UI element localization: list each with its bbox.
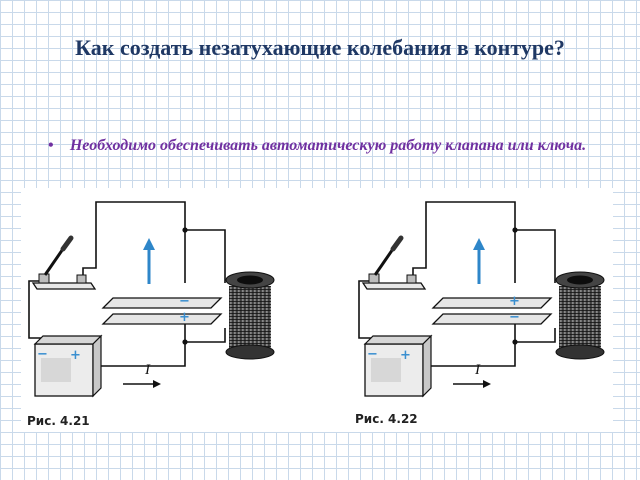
figure-caption-2: Рис. 4.22 xyxy=(355,412,418,426)
figure-panel: I − + − + xyxy=(21,188,613,432)
battery-left-sign: − xyxy=(367,347,378,362)
capacitor xyxy=(101,297,223,325)
arrow-up-icon xyxy=(473,238,485,284)
circuit-figure-1: I − + − + xyxy=(28,201,275,398)
circuit-figure-2: I + − − + xyxy=(358,201,605,398)
bullet-item: • Необходимо обеспечивать автоматическую… xyxy=(48,135,598,156)
battery-left-sign: − xyxy=(37,347,48,362)
current-label: I xyxy=(144,362,151,378)
capacitor xyxy=(431,297,553,325)
bullet-marker: • xyxy=(48,137,54,154)
upper-plate-sign: + xyxy=(509,294,520,309)
battery-right-sign: + xyxy=(400,348,411,363)
battery xyxy=(33,334,103,398)
junction-dots xyxy=(512,227,518,345)
knife-switch xyxy=(31,235,97,290)
current-label: I xyxy=(474,362,481,378)
circuit-figures: I − + − + xyxy=(28,201,605,398)
lower-plate-sign: − xyxy=(509,310,520,325)
arrow-up-icon xyxy=(143,238,155,284)
lower-plate-sign: + xyxy=(179,310,190,325)
figure-caption-1: Рис. 4.21 xyxy=(27,414,90,428)
inductor-coil xyxy=(555,271,605,360)
battery xyxy=(363,334,433,398)
bullet-text: Необходимо обеспечивать автоматическую р… xyxy=(69,137,587,154)
current-arrow-icon xyxy=(123,380,161,388)
knife-switch xyxy=(361,235,427,290)
junction-dots xyxy=(182,227,188,345)
slide-title: Как создать незатухающие колебания в кон… xyxy=(75,35,565,60)
current-arrow-icon xyxy=(453,380,491,388)
inductor-coil xyxy=(225,271,275,360)
battery-right-sign: + xyxy=(70,348,81,363)
upper-plate-sign: − xyxy=(179,294,190,309)
